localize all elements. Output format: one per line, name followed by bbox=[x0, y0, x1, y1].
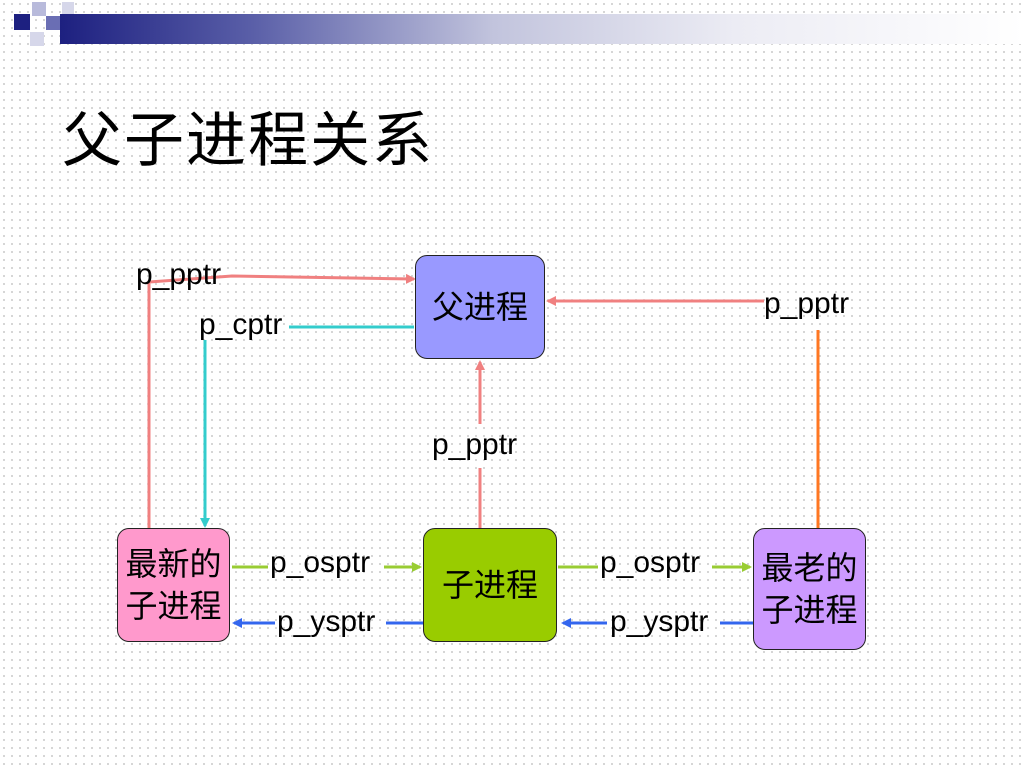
label-pptr-youngest: p_pptr bbox=[136, 258, 222, 291]
node-child-process: 子进程 bbox=[423, 528, 557, 642]
label-pptr-child: p_pptr bbox=[432, 428, 518, 461]
label-osptr-right: p_osptr bbox=[600, 546, 701, 579]
label-ysptr-left: p_ysptr bbox=[277, 605, 376, 638]
edge-pptr-youngest bbox=[147, 273, 416, 528]
label-osptr-left: p_osptr bbox=[270, 546, 371, 579]
node-oldest-label-1: 最老的 bbox=[761, 549, 858, 587]
header-band bbox=[60, 14, 1024, 44]
label-cptr: p_cptr bbox=[199, 308, 283, 341]
slide-title: 父子进程关系 bbox=[62, 106, 434, 176]
label-ysptr-right: p_ysptr bbox=[610, 605, 709, 638]
node-youngest-child: 最新的 子进程 bbox=[117, 528, 230, 642]
header-square-pale2 bbox=[62, 2, 74, 14]
header-square-pale bbox=[30, 32, 44, 46]
edge-cptr bbox=[205, 325, 414, 526]
node-parent-label: 父进程 bbox=[431, 288, 528, 326]
node-youngest-label-1: 最新的 bbox=[125, 545, 222, 583]
header-square-dark bbox=[14, 14, 30, 30]
node-oldest-child: 最老的 子进程 bbox=[753, 528, 866, 650]
label-pptr-oldest: p_pptr bbox=[764, 287, 850, 320]
node-youngest-label-2: 子进程 bbox=[125, 587, 222, 625]
header-square-light bbox=[32, 2, 46, 16]
node-child-label: 子进程 bbox=[441, 566, 538, 604]
header-square-mid bbox=[46, 16, 60, 30]
node-parent-process: 父进程 bbox=[415, 255, 545, 359]
node-oldest-label-2: 子进程 bbox=[761, 591, 858, 629]
